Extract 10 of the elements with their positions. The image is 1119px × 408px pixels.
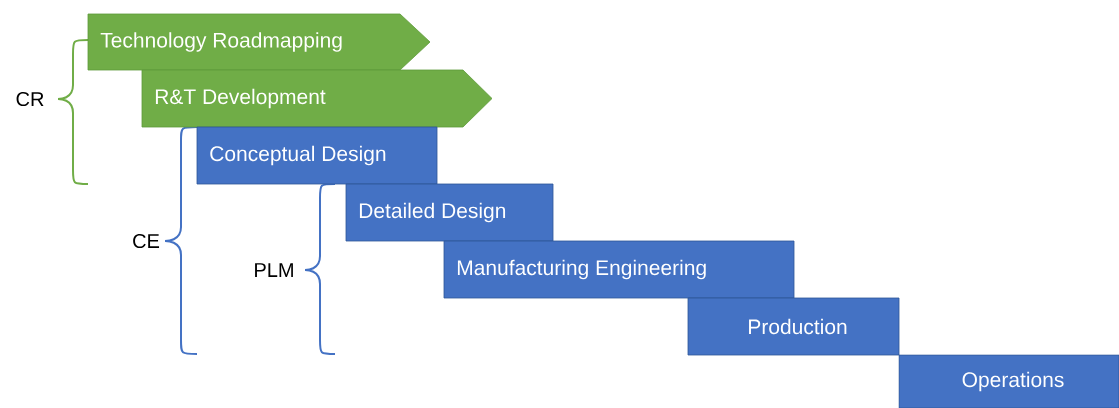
process-box: Conceptual Design — [196, 126, 438, 185]
brace-label: PLM — [255, 263, 293, 277]
process-box: Detailed Design — [345, 183, 554, 242]
process-box: Operations — [898, 354, 1119, 408]
arrow-shape-box: R&T Development — [141, 69, 493, 128]
process-box: Production — [687, 297, 900, 356]
arrow-shape-box: Technology Roadmapping — [87, 13, 431, 71]
brace-label: CR — [16, 91, 44, 107]
process-box: Manufacturing Engineering — [443, 240, 795, 299]
brace-label: CE — [133, 233, 160, 249]
